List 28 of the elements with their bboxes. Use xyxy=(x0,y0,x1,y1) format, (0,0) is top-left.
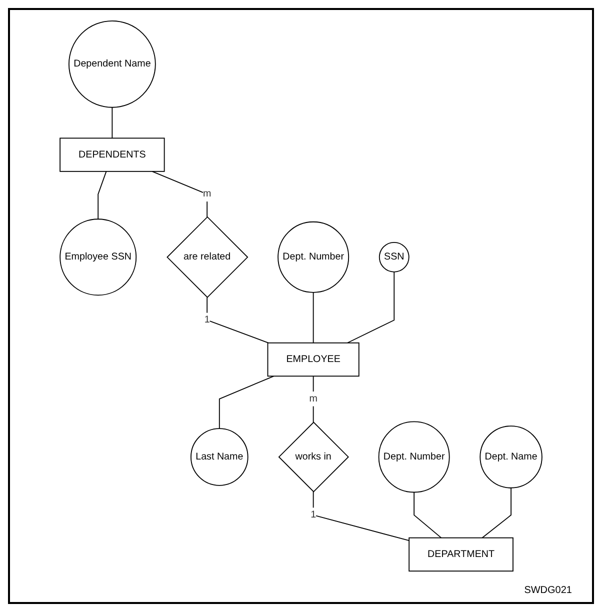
node-circle xyxy=(190,428,248,486)
node-circle xyxy=(378,242,410,272)
node-box xyxy=(267,342,360,377)
edge-label: m xyxy=(309,393,318,404)
node-circle xyxy=(68,20,156,108)
node-box xyxy=(60,138,165,172)
connector xyxy=(218,376,274,429)
connector xyxy=(152,170,208,218)
figure-code: SWDG021 xyxy=(524,585,572,596)
edge-label: 1 xyxy=(204,314,210,326)
connector xyxy=(482,487,512,538)
node-diamond xyxy=(166,216,248,298)
node-circle xyxy=(60,218,137,296)
node-diamond xyxy=(278,422,349,492)
er-diagram: m 1 m 1 Dependent Name DEPENDENTS Employee SSN are related Dept. Number SSN EMPLOYEE Last Name works in Dept. Number Dept. Name DEPARTMENT xyxy=(16,16,586,576)
node-circle xyxy=(278,221,350,293)
connector xyxy=(346,271,395,344)
connector xyxy=(112,106,113,139)
connector xyxy=(312,491,410,542)
node-circle xyxy=(378,421,450,493)
connector xyxy=(414,492,442,538)
connector xyxy=(312,292,314,344)
edge-label: m xyxy=(202,188,212,200)
node-box xyxy=(408,537,514,572)
connector xyxy=(98,170,107,220)
connector xyxy=(206,296,269,344)
edge-label: 1 xyxy=(310,510,316,520)
node-circle xyxy=(480,426,542,488)
